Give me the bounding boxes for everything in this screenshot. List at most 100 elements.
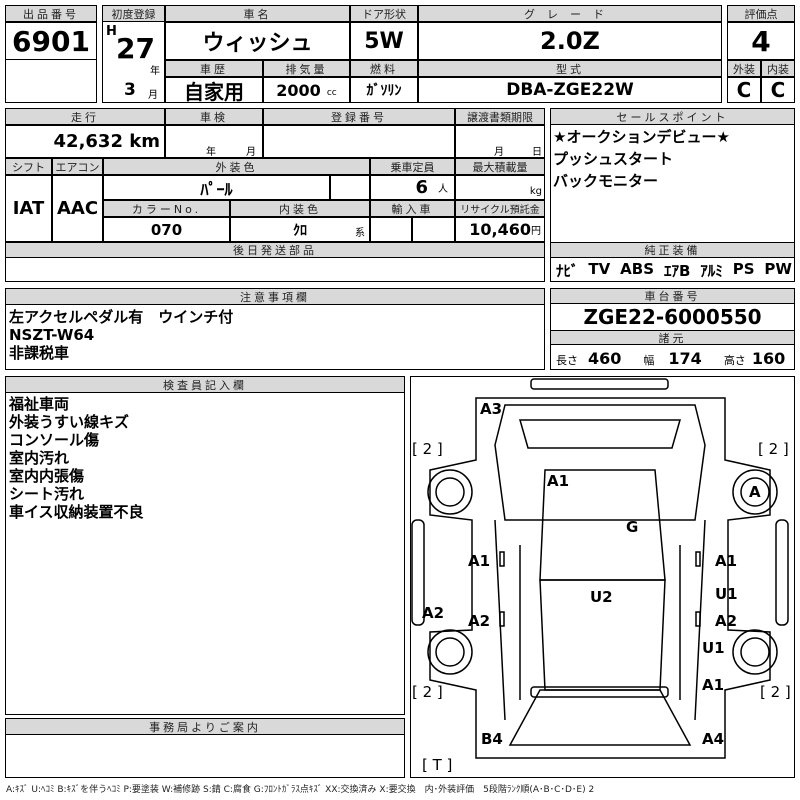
- inspector-line: 車イス収納装置不良: [9, 503, 144, 521]
- damage-mark: [ 2 ]: [758, 440, 789, 458]
- first-reg-label: 初度登録: [102, 5, 165, 22]
- later-parts-label: 後日発送部品: [5, 242, 545, 258]
- displacement: 2000 cc: [263, 77, 350, 103]
- reg-year: 27: [116, 32, 155, 65]
- reg-month: 3: [124, 80, 136, 100]
- import-label: 輸入車: [370, 200, 455, 217]
- max-load-unit: kg: [529, 186, 542, 197]
- equipment-item: ｴｱB: [663, 262, 691, 280]
- damage-mark: B4: [481, 730, 503, 748]
- chassis-label: 車台番号: [550, 288, 795, 304]
- damage-mark: A2: [468, 612, 491, 630]
- damage-mark: A1: [547, 472, 570, 490]
- damage-diagram: [410, 376, 795, 778]
- color-no: 070: [103, 217, 230, 242]
- displacement-value: 2000: [276, 80, 321, 100]
- year-unit: 年: [150, 66, 160, 77]
- height-label: 高さ: [723, 354, 746, 367]
- damage-mark: A1: [702, 676, 725, 694]
- damage-mark: A3: [480, 400, 503, 418]
- mileage-label: 走行: [5, 108, 165, 125]
- ext-grade: C: [727, 77, 761, 103]
- mileage-unit: km: [129, 131, 160, 152]
- recycle-value: 10,460: [469, 220, 531, 239]
- damage-mark: U1: [715, 585, 738, 603]
- damage-mark: A2: [715, 612, 738, 630]
- capacity-unit: 人: [438, 184, 448, 195]
- door-label: ドア形状: [350, 5, 418, 22]
- door-type: 5W: [350, 22, 418, 60]
- notes-label: 注意事項欄: [5, 288, 545, 305]
- max-load: kg: [455, 175, 545, 200]
- displacement-label: 排気量: [263, 60, 350, 77]
- sales-points-label: セールスポイント: [550, 108, 795, 125]
- score: 4: [727, 22, 795, 60]
- recycle-label: リサイクル預託金: [455, 200, 545, 217]
- shift: IAT: [5, 175, 52, 242]
- reg-no-label: 登録番号: [263, 108, 455, 125]
- int-color-label: 内装色: [230, 200, 370, 217]
- notes-lines: 左アクセルペダル有 ウインチ付 NSZT-W64 非課税車: [9, 308, 233, 362]
- reg-no-cell: [263, 125, 455, 158]
- inspection-cell: 年月: [165, 125, 263, 158]
- ac-label: エアコン: [52, 158, 103, 175]
- damage-mark: [ 2 ]: [412, 683, 443, 701]
- era: H: [106, 24, 117, 39]
- damage-mark: A: [749, 483, 761, 501]
- model-code: DBA-ZGE22W: [418, 77, 722, 103]
- transfer-month-unit: 月: [494, 147, 504, 158]
- int-grade: C: [761, 77, 795, 103]
- legend: A:ｷｽﾞ U:ﾍｺﾐ B:ｷｽﾞを伴うﾍｺﾐ P:要塗装 W:補修跡 S:錆 …: [6, 785, 595, 795]
- displacement-unit: cc: [326, 88, 337, 98]
- width: 174: [668, 349, 702, 368]
- damage-mark: U2: [590, 588, 613, 606]
- damage-mark: A1: [715, 552, 738, 570]
- length: 460: [588, 349, 622, 368]
- fuel-label: 燃料: [350, 60, 418, 77]
- equipment-item: ｱﾙﾐ: [700, 262, 723, 280]
- import-blank-2: [412, 217, 455, 242]
- int-color-value: ｸﾛ: [293, 222, 307, 239]
- inspector-line: コンソール傷: [9, 431, 100, 449]
- equipment-item: ABS: [620, 260, 655, 278]
- int-color-unit: 系: [355, 228, 365, 239]
- office-label: 事務局よりご案内: [5, 718, 405, 735]
- capacity-label: 乗車定員: [370, 158, 455, 175]
- inspector-line: 室内汚れ: [9, 449, 70, 467]
- note-line: NSZT-W64: [9, 326, 95, 344]
- damage-mark: A2: [422, 604, 445, 622]
- equipment-item: TV: [588, 260, 611, 278]
- import-blank-1: [370, 217, 412, 242]
- inspection-year-unit: 年: [206, 147, 216, 158]
- equipment-item: ﾅﾋﾞ: [556, 262, 579, 280]
- height: 160: [751, 349, 786, 368]
- damage-mark: A1: [468, 552, 491, 570]
- lot-label: 出品番号: [5, 5, 97, 22]
- sales-point: ★オークションデビュー★: [553, 128, 730, 146]
- inspector-line: 室内内張傷: [9, 467, 85, 485]
- specs-label: 諸元: [550, 330, 795, 345]
- ext-color-blank: [330, 175, 370, 200]
- damage-mark: A4: [702, 730, 725, 748]
- grade: 2.0Z: [418, 22, 722, 60]
- ext-color-label: 外装色: [103, 158, 370, 175]
- transfer-cell: 月日: [455, 125, 545, 158]
- history-label: 車歴: [165, 60, 263, 77]
- inspector-line: 福祉車両: [9, 395, 70, 413]
- recycle-unit: 円: [531, 226, 541, 237]
- max-load-label: 最大積載量: [455, 158, 545, 175]
- int-label: 内装: [761, 60, 795, 77]
- history: 自家用: [165, 77, 263, 104]
- damage-mark: [ T ]: [422, 756, 453, 774]
- inspector-line: 外装うすい線キズ: [9, 413, 130, 431]
- car-name-label: 車名: [165, 5, 350, 22]
- damage-mark: G: [626, 518, 639, 536]
- mileage: 42,632 km: [5, 125, 165, 158]
- equipment-item: PW: [764, 260, 792, 278]
- note-line: 左アクセルペダル有 ウインチ付: [9, 308, 234, 326]
- damage-mark: [ 2 ]: [760, 683, 791, 701]
- inspector-line: シート汚れ: [9, 485, 85, 503]
